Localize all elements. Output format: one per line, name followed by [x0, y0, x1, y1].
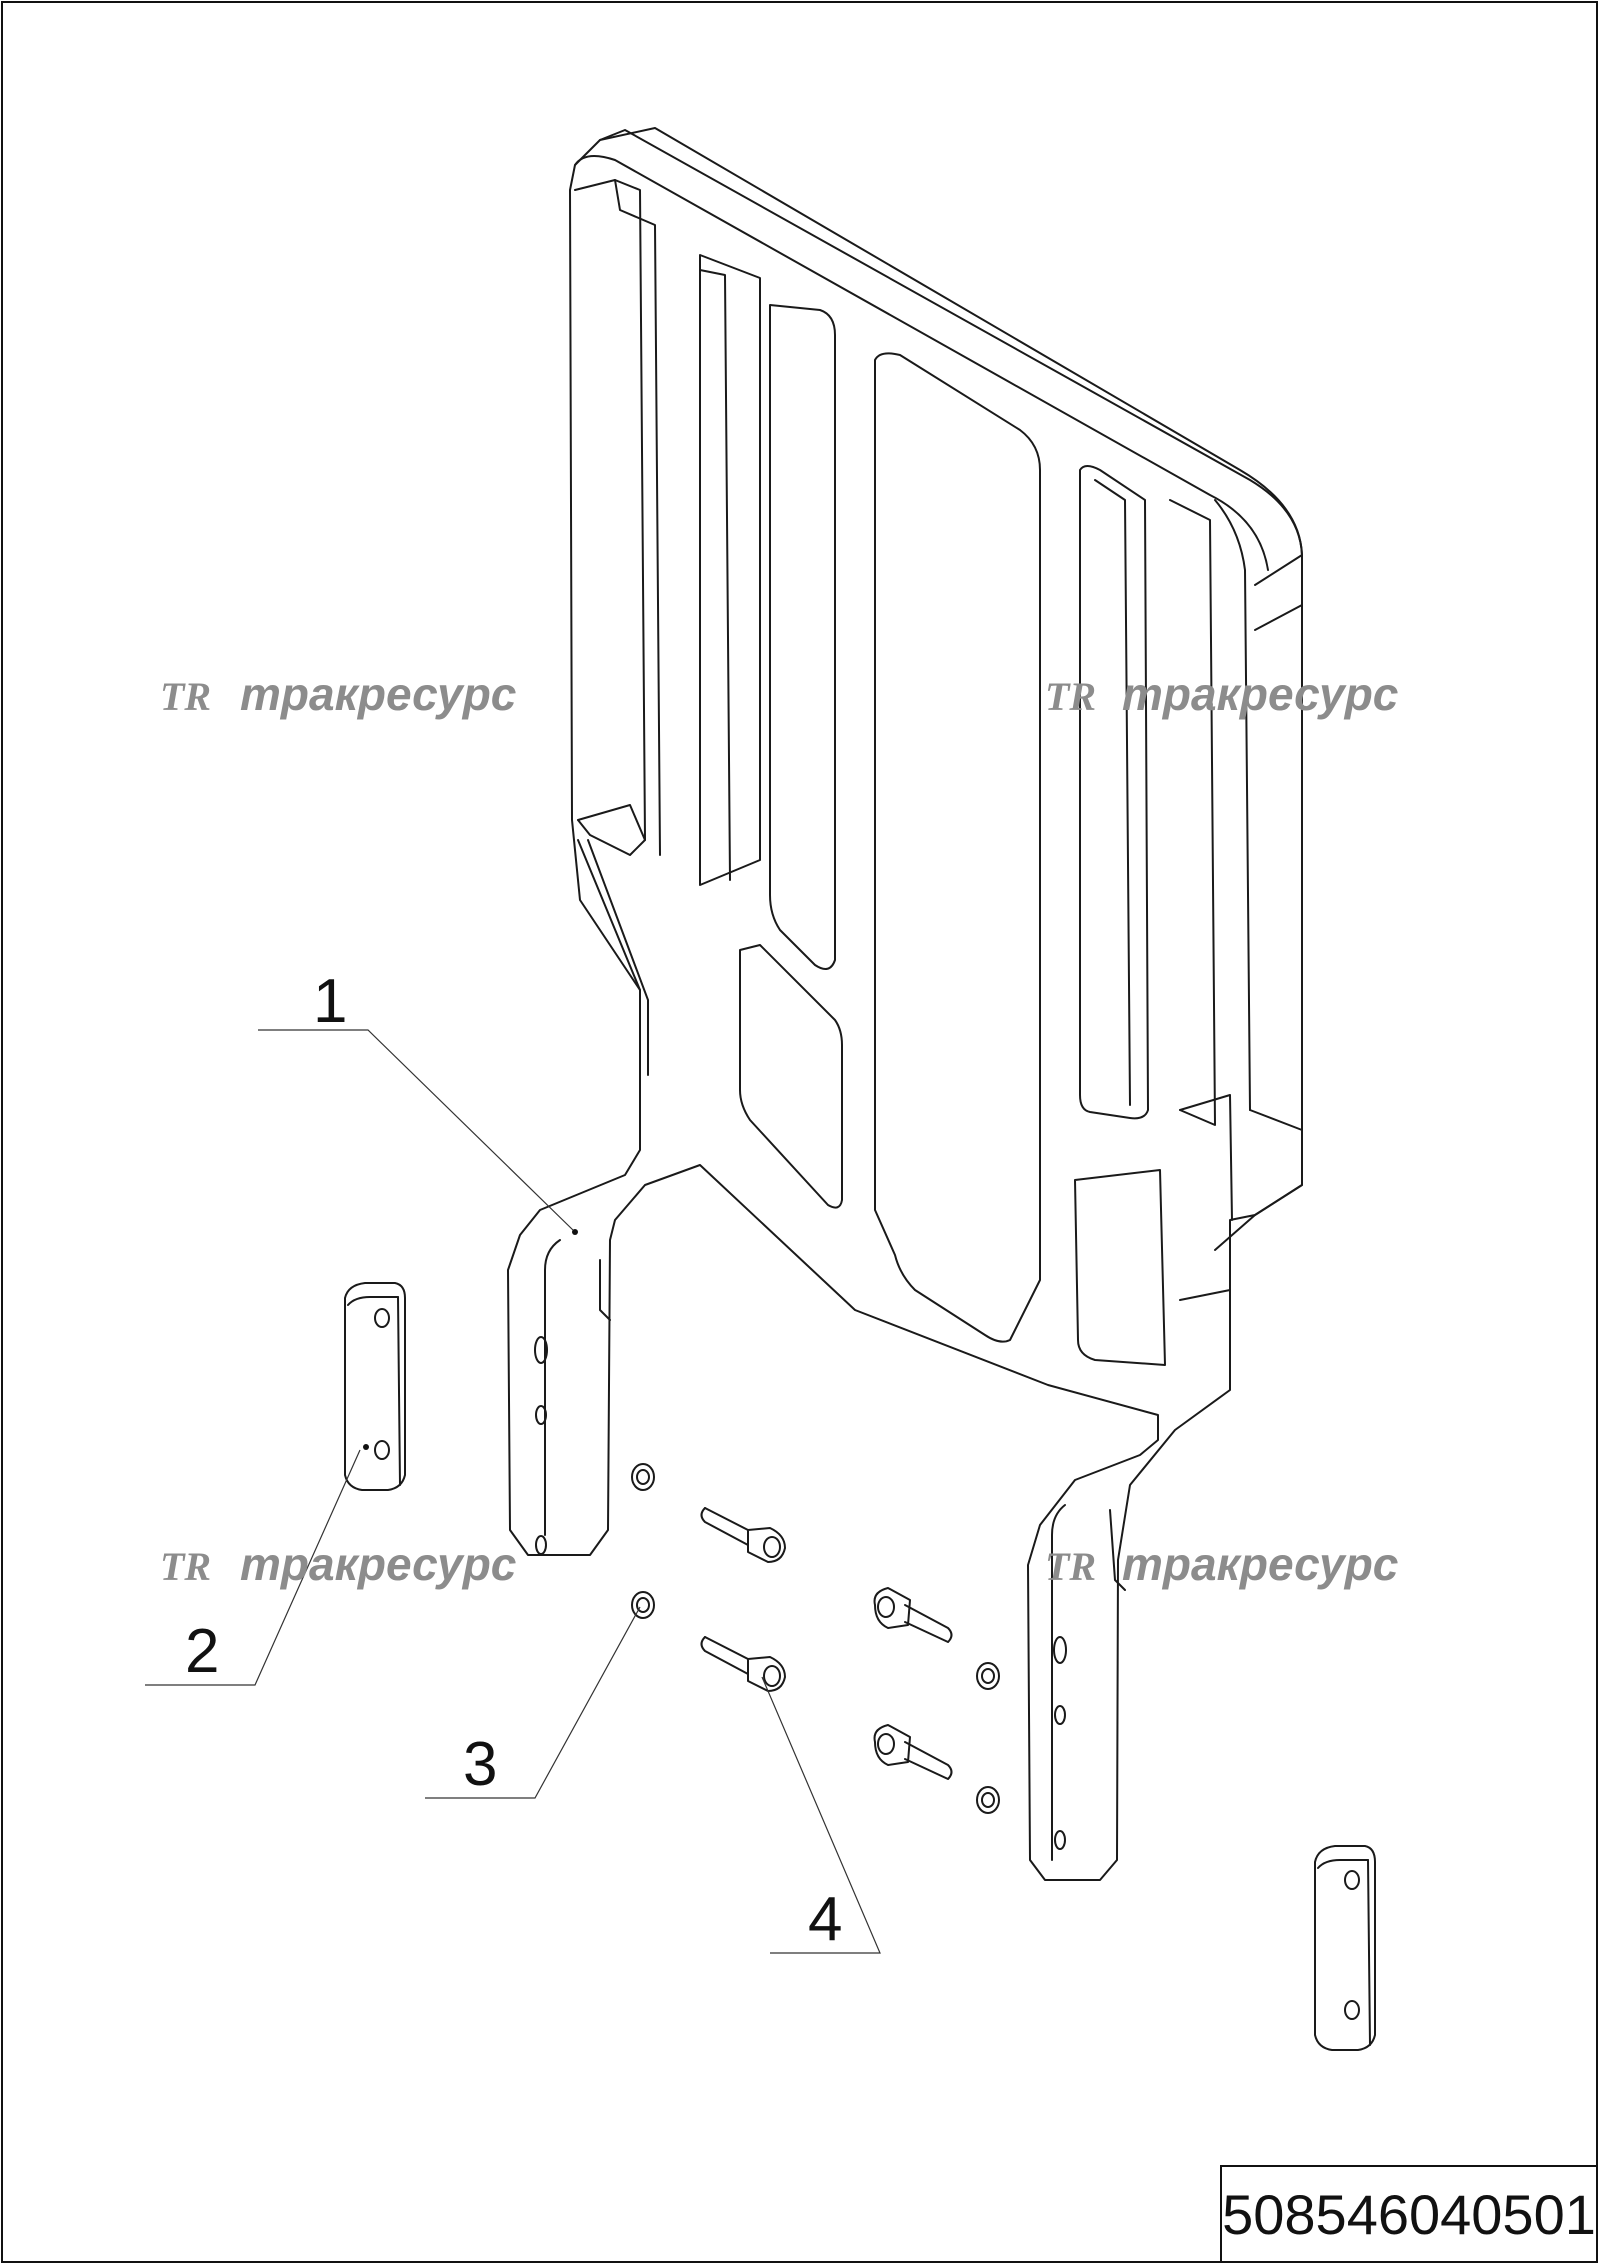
watermark-logo: TR — [1045, 1544, 1096, 1589]
watermark-bottom-left: TR тракресурс — [160, 1538, 516, 1590]
part-number-box: 508546040501 — [1220, 2165, 1598, 2263]
leader-lines — [145, 1029, 881, 1954]
part-3-washers — [631, 1463, 1000, 1814]
watermark-logo: TR — [1045, 674, 1096, 719]
watermark-text: тракресурс — [1122, 1538, 1398, 1590]
watermark-text: тракресурс — [240, 1538, 516, 1590]
watermark-logo: TR — [160, 1544, 211, 1589]
part-2-spacer-block-right — [1314, 1845, 1376, 2051]
callout-4: 4 — [808, 1885, 842, 1954]
watermark-top-left: TR тракресурс — [160, 668, 516, 720]
watermark-logo: TR — [160, 674, 211, 719]
callout-3: 3 — [463, 1730, 497, 1799]
watermark-text: тракресурс — [1122, 668, 1398, 720]
part-2-spacer-block-left — [344, 1282, 406, 1491]
callout-2: 2 — [185, 1617, 219, 1686]
watermark-bottom-right: TR тракресурс — [1045, 1538, 1398, 1590]
part-4-screws — [700, 1507, 953, 1780]
callout-1: 1 — [313, 967, 347, 1036]
watermark-top-right: TR тракресурс — [1045, 668, 1398, 720]
part-1-plate — [507, 127, 1303, 1881]
watermark-text: тракресурс — [240, 668, 516, 720]
